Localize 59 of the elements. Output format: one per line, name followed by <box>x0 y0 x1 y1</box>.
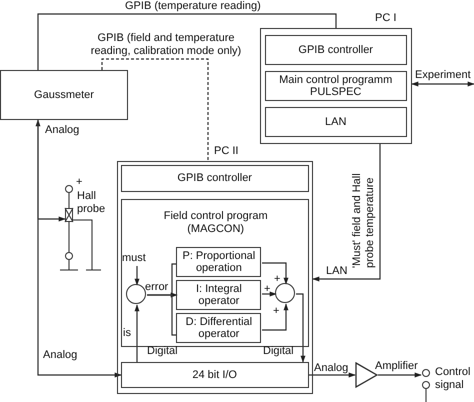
node-label: Gaussmeter <box>33 89 95 101</box>
edge-label: Digital <box>263 345 294 358</box>
process-box <box>120 362 309 388</box>
arrow <box>312 144 381 282</box>
connector-line <box>147 294 177 336</box>
node-label: PC I <box>375 12 396 25</box>
node-label: Main control programm PULSPEC <box>278 74 394 98</box>
arrow <box>411 82 474 86</box>
process-box <box>0 70 128 120</box>
process-box <box>176 280 262 310</box>
arrow <box>309 372 356 378</box>
annotation-label: 'Must' field and Hall probe temperature <box>351 172 377 268</box>
process-box <box>264 70 407 101</box>
node-label: GPIB controller <box>176 172 253 184</box>
node-label: D: Differential operator <box>184 316 254 340</box>
arrow <box>296 293 306 363</box>
edge-label: must <box>122 252 146 265</box>
edge-label: Experiment <box>415 69 471 82</box>
node-label: Hall probe <box>77 190 106 216</box>
summing-junction <box>275 283 296 304</box>
node-label: Control signal <box>435 366 472 392</box>
node-label: I: Integral operator <box>194 283 243 308</box>
node-label: GPIB controller <box>297 44 374 56</box>
node-label: LAN <box>324 116 348 128</box>
annotation-label: Digital <box>147 345 178 358</box>
process-box <box>264 34 407 65</box>
node-label: 24 bit I/O <box>191 368 238 381</box>
process-box <box>264 106 407 137</box>
arrow <box>262 303 288 331</box>
edge-label: GPIB (field and temperature reading, calibration mode only) <box>90 32 242 58</box>
arrow <box>378 372 422 378</box>
arrow <box>36 119 66 222</box>
summing-junction <box>126 284 146 304</box>
connector-line <box>101 58 209 161</box>
sign-label: + <box>274 273 280 286</box>
arrow <box>37 120 122 378</box>
process-box <box>176 247 262 278</box>
arrow <box>262 262 288 285</box>
edge-label: Analog <box>314 362 348 375</box>
connector-line <box>37 13 337 70</box>
sign-label: + <box>76 176 82 189</box>
program-panel <box>120 198 309 347</box>
node-label: P: Proportional operation <box>181 250 256 274</box>
arrow <box>262 292 277 296</box>
edge-label: Analog <box>45 124 80 137</box>
edge-label: is <box>123 327 131 340</box>
arrow <box>134 304 140 362</box>
edge-label: error <box>145 281 168 294</box>
process-box <box>176 313 262 344</box>
node-label: PC II <box>214 145 238 158</box>
edge-label: GPIB (temperature reading) <box>125 0 261 13</box>
edge-label: LAN <box>326 265 348 278</box>
node-label: Field control program (MAGCON) <box>162 210 269 236</box>
sign-label: + <box>273 305 280 318</box>
node-label: Amplifier <box>375 360 418 373</box>
edge-label: Analog <box>43 349 78 362</box>
sign-label: + <box>264 283 270 296</box>
process-box <box>120 164 309 192</box>
arrow <box>134 266 140 286</box>
